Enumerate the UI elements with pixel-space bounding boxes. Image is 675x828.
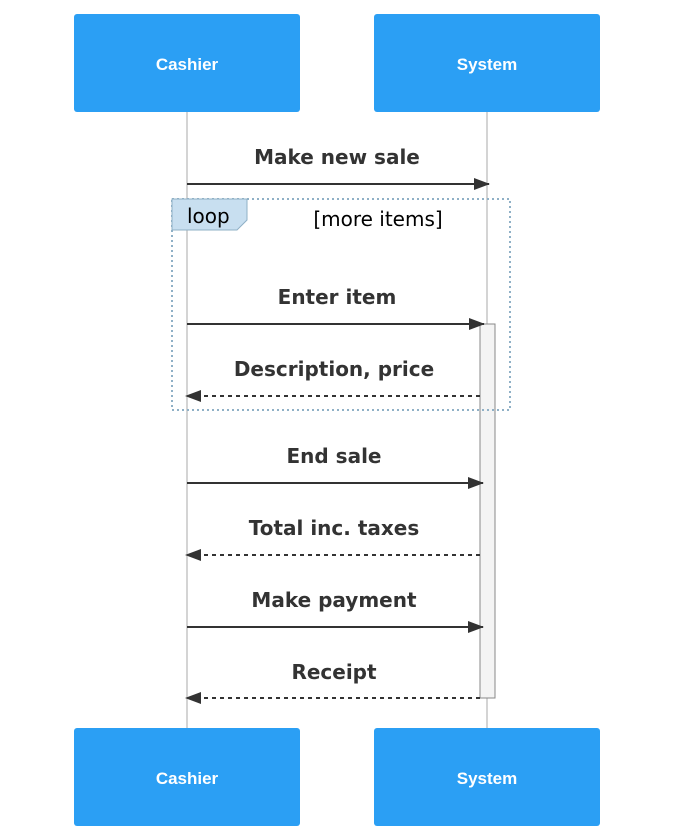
actor-label: System [457,769,517,788]
actor-cashier-bottom: Cashier [74,728,300,826]
actor-box [374,728,600,826]
message-enter-item: Enter item [187,285,485,330]
loop-frame: loop [more items] [171,198,511,411]
message-description-price: Description, price [185,357,480,402]
actor-box [374,14,600,112]
message-label: Make new sale [254,145,420,169]
message-end-sale: End sale [187,444,484,489]
actor-system-top: System [374,14,600,112]
loop-tag [171,198,248,231]
message-label: Make payment [251,588,417,612]
loop-keyword: loop [187,204,230,228]
message-receipt: Receipt [185,660,480,704]
actor-label: Cashier [156,769,219,788]
actor-label: Cashier [156,55,219,74]
system-activation-bar [479,323,496,699]
actor-box [74,14,300,112]
actor-box [74,728,300,826]
actor-label: System [457,55,517,74]
message-label: End sale [287,444,382,468]
message-label: Total inc. taxes [249,516,420,540]
message-label: Enter item [278,285,397,309]
message-label: Description, price [234,357,434,381]
message-total-inc-taxes: Total inc. taxes [185,516,480,561]
message-make-new-sale: Make new sale [187,145,490,190]
actor-system-bottom: System [374,728,600,826]
message-label: Receipt [291,660,377,684]
message-make-payment: Make payment [187,588,484,633]
loop-condition: [more items] [313,207,442,231]
actor-cashier-top: Cashier [74,14,300,112]
